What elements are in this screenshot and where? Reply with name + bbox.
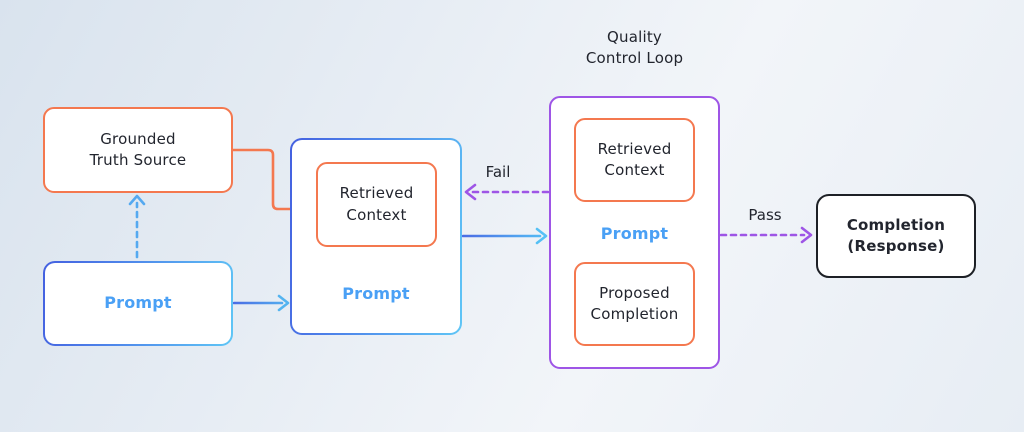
fail-arrow bbox=[464, 183, 550, 201]
prompt-to-augmented-prompt-arrow bbox=[232, 294, 290, 312]
grounded-truth-source-node: Grounded Truth Source bbox=[43, 107, 233, 193]
augmented-prompt-label: Prompt bbox=[342, 284, 410, 303]
completion-response-node: Completion (Response) bbox=[816, 194, 976, 278]
prompt-source-node: Prompt bbox=[43, 261, 233, 346]
quality-control-loop-node: Retrieved Context Prompt Proposed Comple… bbox=[549, 96, 720, 369]
prompt-to-grounded-truth-arrow bbox=[128, 194, 146, 259]
retrieved-context-label: Retrieved Context bbox=[339, 184, 414, 224]
fail-edge-label: Fail bbox=[485, 163, 511, 181]
qc-proposed-completion-node: Proposed Completion bbox=[574, 262, 695, 346]
augmented-prompt-node: Retrieved Context Prompt bbox=[290, 138, 462, 335]
qc-retrieved-context-node: Retrieved Context bbox=[574, 118, 695, 202]
grounded-truth-source-label: Grounded Truth Source bbox=[89, 129, 187, 169]
qc-proposed-completion-label: Proposed Completion bbox=[590, 283, 679, 323]
augmented-prompt-to-qc-arrow bbox=[461, 227, 548, 245]
retrieved-context-node: Retrieved Context bbox=[316, 162, 437, 247]
qc-prompt-label: Prompt bbox=[600, 224, 669, 243]
pass-arrow bbox=[719, 226, 813, 244]
quality-control-loop-title: Quality Control Loop bbox=[585, 28, 684, 68]
prompt-source-label: Prompt bbox=[104, 293, 172, 313]
pass-edge-label: Pass bbox=[748, 206, 782, 224]
qc-retrieved-context-label: Retrieved Context bbox=[597, 139, 672, 179]
completion-response-label: Completion (Response) bbox=[846, 215, 946, 255]
